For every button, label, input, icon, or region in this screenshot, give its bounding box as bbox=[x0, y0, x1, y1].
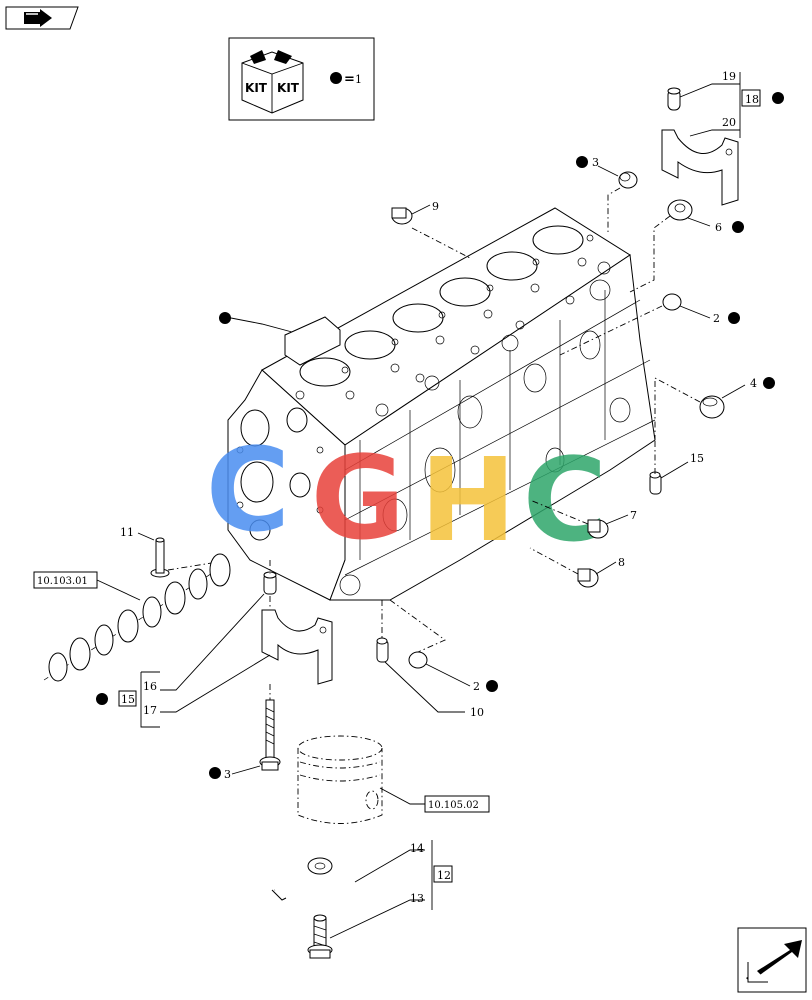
callout-6-dot bbox=[732, 221, 744, 233]
callout-12-box bbox=[433, 865, 453, 883]
camshaft bbox=[43, 553, 231, 682]
callout-18-box bbox=[741, 89, 761, 107]
nav-next-arrow-icon bbox=[746, 940, 802, 983]
part-2-plug-upper bbox=[662, 293, 682, 311]
part-14-oil-jet bbox=[271, 854, 354, 901]
kit-legend-equals: = bbox=[344, 72, 355, 87]
watermark-letter: H bbox=[420, 434, 516, 568]
part-2-plug-lower bbox=[408, 651, 428, 669]
callout-19: 19 bbox=[722, 70, 736, 83]
kit-legend-value: 1 bbox=[355, 73, 362, 86]
part-3-bolt bbox=[259, 699, 281, 771]
callout-3a: 3 bbox=[592, 156, 599, 169]
part-16-pin bbox=[263, 571, 277, 595]
callout-3b-dot bbox=[209, 767, 221, 779]
part-4-plug bbox=[699, 395, 725, 419]
callout-3a-dot bbox=[576, 156, 588, 168]
kit-icon: KIT KIT bbox=[241, 50, 304, 114]
ref-piston[interactable]: 10.105.02 bbox=[428, 800, 479, 811]
nav-back-button[interactable] bbox=[5, 6, 79, 30]
engine-block bbox=[227, 207, 656, 601]
callout-12: 12 bbox=[437, 869, 451, 882]
callout-16: 16 bbox=[143, 680, 157, 693]
callout-9: 9 bbox=[432, 200, 439, 213]
callout-15: 15 bbox=[690, 452, 704, 465]
callout-6: 6 bbox=[715, 221, 722, 234]
callout-7: 7 bbox=[630, 509, 637, 522]
callout-20: 20 bbox=[722, 116, 736, 129]
callout-13: 13 bbox=[410, 892, 424, 905]
callout-2-lower: 2 bbox=[473, 680, 480, 693]
part-11-screw bbox=[150, 537, 170, 578]
callout-18-dot bbox=[772, 92, 784, 104]
watermark: C G H C bbox=[206, 424, 607, 568]
callout-15b-box bbox=[118, 690, 137, 707]
watermark-letter: C bbox=[206, 424, 290, 558]
callout-11: 11 bbox=[120, 526, 134, 539]
callout-8: 8 bbox=[618, 556, 625, 569]
callout-15b: 15 bbox=[121, 693, 135, 706]
engine-block-dot bbox=[219, 312, 231, 324]
part-15-pin bbox=[649, 471, 662, 495]
part-20-bearing-cap bbox=[661, 129, 739, 206]
callout-3b: 3 bbox=[224, 768, 231, 781]
callout-4-dot bbox=[763, 377, 775, 389]
watermark-letter: G bbox=[311, 432, 405, 566]
part-7-plug bbox=[587, 519, 609, 539]
callout-14: 14 bbox=[410, 842, 424, 855]
part-19-pin bbox=[667, 87, 681, 111]
callout-2-lower-dot bbox=[486, 680, 498, 692]
ref-camshaft[interactable]: 10.103.01 bbox=[37, 576, 88, 587]
nav-back-arrow-icon bbox=[24, 9, 52, 27]
callout-18: 18 bbox=[745, 93, 759, 106]
callout-4: 4 bbox=[750, 377, 757, 390]
part-6-bushing bbox=[667, 199, 693, 221]
callout-15b-dot bbox=[96, 693, 108, 705]
nav-next-button[interactable] bbox=[737, 927, 807, 993]
ref-piston-box[interactable] bbox=[424, 795, 490, 813]
part-8-plug bbox=[577, 568, 599, 588]
part-13-banjo-screw bbox=[307, 914, 333, 959]
kit-label-right: KIT bbox=[277, 81, 300, 95]
callout-2-upper-dot bbox=[728, 312, 740, 324]
part-3-plug bbox=[618, 171, 638, 189]
callout-2-upper: 2 bbox=[713, 312, 720, 325]
callout-17: 17 bbox=[143, 704, 157, 717]
callout-10: 10 bbox=[470, 706, 484, 719]
watermark-letter: C bbox=[523, 434, 607, 568]
part-17-bearing-cap bbox=[261, 609, 333, 685]
part-10-pin bbox=[376, 637, 389, 663]
piston bbox=[297, 735, 383, 824]
kit-label-left: KIT bbox=[245, 81, 268, 95]
part-9-plug bbox=[391, 207, 413, 225]
kit-box: KIT KIT = 1 bbox=[228, 37, 375, 121]
kit-legend-dot bbox=[330, 72, 342, 84]
